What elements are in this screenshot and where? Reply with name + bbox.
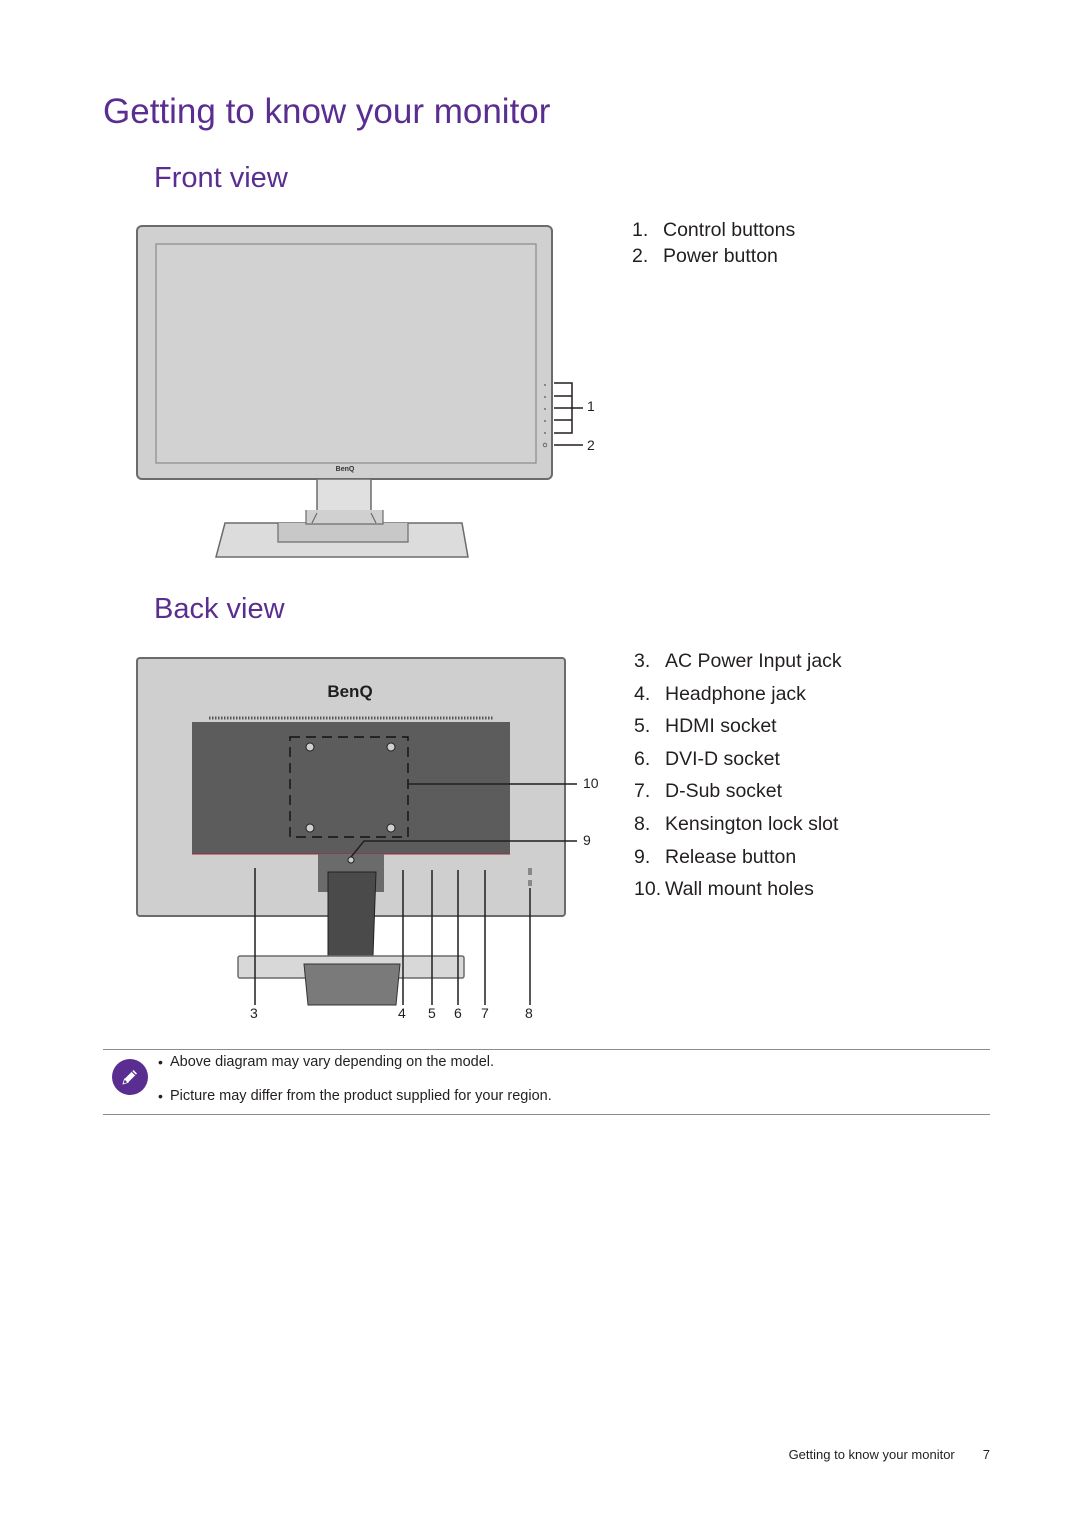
front-view-diagram: BenQ <box>136 225 583 558</box>
list-item: 6. DVI-D socket <box>634 747 780 770</box>
back-view-parts-list: 3. AC Power Input jack 4. Headphone jack… <box>634 650 842 911</box>
list-item: 1. Control buttons <box>632 219 796 241</box>
footer-section-title: Getting to know your monitor <box>788 1447 955 1462</box>
list-item: 2. Power button <box>632 245 778 267</box>
back-view-diagram: BenQ <box>136 657 577 1006</box>
front-callout-2: 2 <box>587 437 595 453</box>
front-logo: BenQ <box>336 466 355 473</box>
list-item: 10. Wall mount holes <box>634 878 814 901</box>
back-callout-7: 7 <box>481 1005 489 1021</box>
back-callout-8: 8 <box>525 1005 533 1021</box>
back-callout-5: 5 <box>428 1005 436 1021</box>
back-callout-3: 3 <box>250 1005 258 1021</box>
pencil-icon <box>112 1059 148 1095</box>
page-title: Getting to know your monitor <box>103 92 551 131</box>
front-view-parts-list: 1. Control buttons 2. Power button <box>632 219 795 271</box>
front-view-heading: Front view <box>154 162 288 194</box>
note-list: • Above diagram may vary depending on th… <box>158 1054 552 1122</box>
page-footer: Getting to know your monitor 7 <box>789 1447 990 1462</box>
list-item: 9. Release button <box>634 845 797 868</box>
list-item: 7. D-Sub socket <box>634 780 783 803</box>
back-callout-6: 6 <box>454 1005 462 1021</box>
back-logo: BenQ <box>327 682 372 701</box>
back-callout-10: 10 <box>583 775 599 791</box>
note-item: • Above diagram may vary depending on th… <box>158 1054 495 1070</box>
front-callout-1: 1 <box>587 398 595 414</box>
note-item: • Picture may differ from the product su… <box>158 1088 552 1104</box>
list-item: 3. AC Power Input jack <box>634 650 842 672</box>
page-number: 7 <box>982 1447 990 1462</box>
list-item: 8. Kensington lock slot <box>634 812 839 835</box>
list-item: 5. HDMI socket <box>634 715 777 738</box>
back-view-heading: Back view <box>154 593 285 625</box>
list-item: 4. Headphone jack <box>634 682 806 705</box>
back-callout-9: 9 <box>583 832 591 848</box>
note-box: • Above diagram may vary depending on th… <box>103 1049 990 1115</box>
back-callout-4: 4 <box>398 1005 406 1021</box>
